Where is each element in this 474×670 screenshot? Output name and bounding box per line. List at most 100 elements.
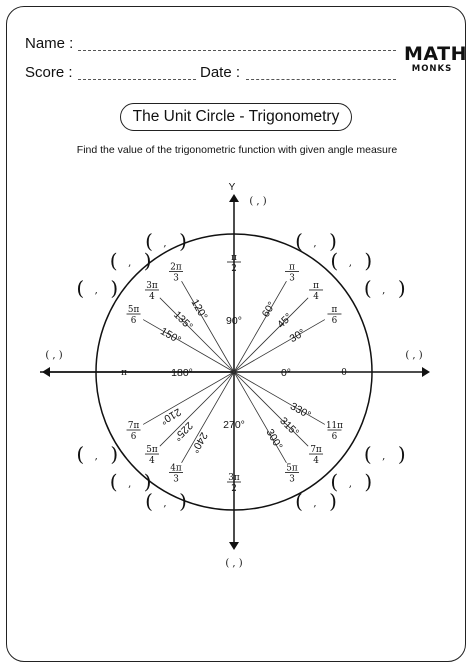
answer-comma: , (313, 238, 316, 249)
radian-denominator: 6 (332, 432, 338, 442)
worksheet-title: The Unit Circle - Trigonometry (120, 103, 352, 131)
radian-numerator: 7π (128, 421, 140, 431)
degree-label: 90° (226, 315, 242, 327)
answer-comma: , (382, 451, 385, 462)
angle-ray (159, 297, 235, 373)
radian-label: π3 (285, 263, 299, 284)
radian-numerator: 5π (286, 463, 298, 473)
angle-ray (233, 371, 287, 464)
answer-paren-close: ) (329, 489, 337, 513)
answer-paren-open: ( (76, 442, 84, 466)
radian-numerator: 3π (146, 281, 158, 291)
answer-paren-close: ) (364, 469, 372, 493)
answer-paren-close: ) (329, 229, 337, 253)
angle-ray (233, 371, 326, 425)
radian-label: 7π6 (126, 421, 141, 442)
radian-numerator: π (332, 305, 338, 315)
answer-paren-close: ) (364, 249, 372, 273)
answer-paren-open: ( (110, 469, 118, 493)
degree-label: 240° (188, 430, 209, 455)
date-label: Date : (200, 64, 241, 81)
score-label: Score : (25, 64, 73, 81)
angle-ray (233, 319, 326, 373)
score-blank[interactable] (78, 79, 196, 80)
angle-ray (159, 371, 235, 447)
answer-paren-close: ) (110, 276, 118, 300)
logo-sub: MONKS (411, 64, 453, 74)
answer-paren-close: ) (398, 276, 406, 300)
angle-ray (181, 371, 235, 464)
degree-label: 120° (188, 297, 209, 322)
answer-comma: , (128, 478, 131, 489)
degree-label: 300° (263, 427, 284, 452)
angle-rays (142, 280, 326, 464)
answer-paren-open: ( (145, 489, 153, 513)
answer-paren-open: ( (76, 276, 84, 300)
answer-paren-open: ( (110, 249, 118, 273)
radian-denominator: 4 (149, 292, 155, 302)
name-label: Name : (25, 35, 74, 52)
angle-ray (142, 319, 235, 373)
radian-denominator: 3 (173, 474, 179, 484)
answer-paren-open: ( (364, 276, 372, 300)
radian-denominator: 2 (231, 484, 237, 494)
answer-paren-close: ) (110, 442, 118, 466)
radian-label: π (121, 368, 127, 378)
degree-label: 30° (288, 327, 308, 345)
axis-point-blank-right: ( , ) (405, 350, 422, 361)
radian-denominator: 4 (149, 456, 155, 466)
axis-point-blank-left: ( , ) (45, 350, 62, 361)
date-blank[interactable] (246, 79, 396, 80)
answer-paren-close: ) (179, 229, 187, 253)
radian-numerator: π (313, 281, 319, 291)
math-monks-logo: MATH MONKS (404, 43, 467, 74)
radian-label: π2 (227, 253, 241, 274)
radian-denominator: 6 (332, 316, 338, 326)
radian-label: π4 (309, 281, 324, 302)
radian-label: 0 (341, 368, 347, 378)
degree-label: 150° (158, 325, 183, 346)
radian-numerator: 7π (310, 445, 322, 455)
angle-ray (233, 280, 287, 373)
answer-comma: , (313, 498, 316, 509)
unit-circle (95, 233, 373, 511)
axis-point-blank-top: ( , ) (249, 196, 266, 207)
answer-comma: , (163, 498, 166, 509)
answer-comma: , (349, 478, 352, 489)
y-axis-label: Y (229, 182, 236, 193)
radian-numerator: 4π (170, 463, 182, 473)
angle-ray (181, 280, 235, 373)
answer-comma: , (349, 258, 352, 269)
name-blank[interactable] (78, 50, 396, 51)
logo-word: MATH (404, 43, 467, 65)
degree-label: 60° (260, 300, 278, 320)
axis-point-blank-bottom: ( , ) (225, 558, 242, 569)
angle-ray (142, 371, 235, 425)
radian-label: 7π4 (309, 445, 324, 466)
radian-label: 3π2 (227, 473, 241, 494)
radian-numerator: π (231, 253, 237, 263)
radian-numerator: π (289, 263, 295, 273)
answer-comma: , (382, 285, 385, 296)
answer-paren-open: ( (364, 442, 372, 466)
answer-paren-close: ) (144, 249, 152, 273)
answer-paren-close: ) (144, 469, 152, 493)
radian-denominator: 3 (173, 274, 179, 284)
answer-comma: , (163, 238, 166, 249)
angle-ray (233, 371, 309, 447)
radian-label: 5π3 (285, 463, 299, 484)
answer-paren-close: ) (179, 489, 187, 513)
radian-label: π6 (327, 305, 342, 326)
radian-label: 4π3 (169, 463, 183, 484)
radian-denominator: 3 (289, 274, 295, 284)
degree-label: 180° (171, 367, 193, 379)
radian-label: 3π4 (144, 281, 159, 302)
radian-numerator: 11π (326, 421, 343, 431)
degree-label: 270° (223, 419, 245, 431)
answer-paren-close: ) (398, 442, 406, 466)
radian-numerator: 3π (228, 473, 240, 483)
radian-denominator: 4 (313, 456, 319, 466)
radian-denominator: 6 (131, 316, 137, 326)
angle-ray (233, 297, 309, 373)
